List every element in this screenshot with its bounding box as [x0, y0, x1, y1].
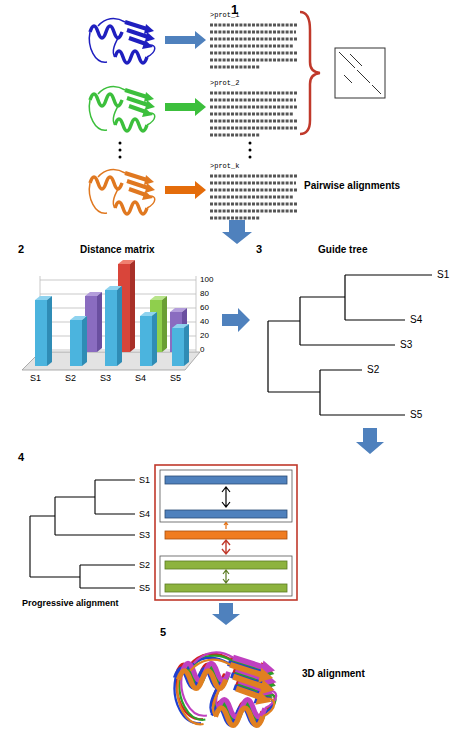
- leaf-label: S1: [139, 475, 150, 485]
- sequence-text: [210, 93, 298, 135]
- leaf-label: S3: [139, 530, 150, 540]
- panel-title: Distance matrix: [80, 244, 154, 256]
- axis-tick: 40: [200, 317, 209, 326]
- panel-title: Pairwise alignments: [304, 180, 400, 192]
- leaf-label: S5: [410, 409, 422, 421]
- axis-tick: 80: [200, 289, 209, 298]
- step-number: 4: [18, 451, 24, 464]
- block-arrow: [212, 603, 240, 625]
- axis-label: S4: [135, 373, 146, 383]
- sequence-text: [210, 176, 298, 218]
- panel-title: Guide tree: [318, 244, 367, 256]
- leaf-label: S4: [410, 314, 422, 326]
- block-arrow: [165, 181, 206, 199]
- axis-label: S3: [100, 373, 111, 383]
- sequence-header: >prot_2: [210, 79, 239, 87]
- step-number: 2: [18, 243, 24, 256]
- sequence-text: [210, 25, 298, 67]
- leaf-label: S5: [139, 583, 150, 593]
- protein-structure: [89, 19, 155, 63]
- block-arrow: [222, 220, 252, 244]
- axis-label: S1: [30, 373, 41, 383]
- sequence-header: >prot_1: [210, 11, 239, 19]
- dot-plot: [335, 48, 385, 98]
- axis-tick: 20: [200, 331, 209, 340]
- block-arrow: [165, 98, 206, 116]
- axis-label: S5: [170, 373, 181, 383]
- block-arrow: [356, 428, 384, 454]
- superimposed-structures: [175, 652, 277, 725]
- step-number: 3: [256, 243, 262, 256]
- protein-structure: [89, 170, 155, 214]
- protein-structure: [89, 87, 155, 131]
- leaf-label: S1: [437, 269, 449, 281]
- curly-bracket: [300, 12, 320, 134]
- axis-tick: 100: [200, 275, 213, 284]
- block-arrow: [222, 308, 250, 332]
- axis-tick: 60: [200, 303, 209, 312]
- bar-chart: [22, 260, 200, 370]
- leaf-label: S2: [139, 560, 150, 570]
- alignment-box: [155, 465, 297, 600]
- axis-tick: 0: [200, 345, 204, 354]
- block-arrow: [165, 31, 206, 49]
- guide-tree: [268, 275, 432, 415]
- axis-label: S2: [65, 373, 76, 383]
- step-number: 5: [160, 626, 166, 639]
- leaf-label: S3: [400, 339, 412, 351]
- panel-title: Progressive alignment: [22, 598, 119, 608]
- sequence-header: >prot_k: [210, 162, 239, 170]
- panel-title: 3D alignment: [302, 668, 365, 680]
- guide-tree: [30, 480, 135, 588]
- leaf-label: S2: [367, 364, 379, 376]
- leaf-label: S4: [139, 509, 150, 519]
- ellipsis-dots: [119, 142, 252, 159]
